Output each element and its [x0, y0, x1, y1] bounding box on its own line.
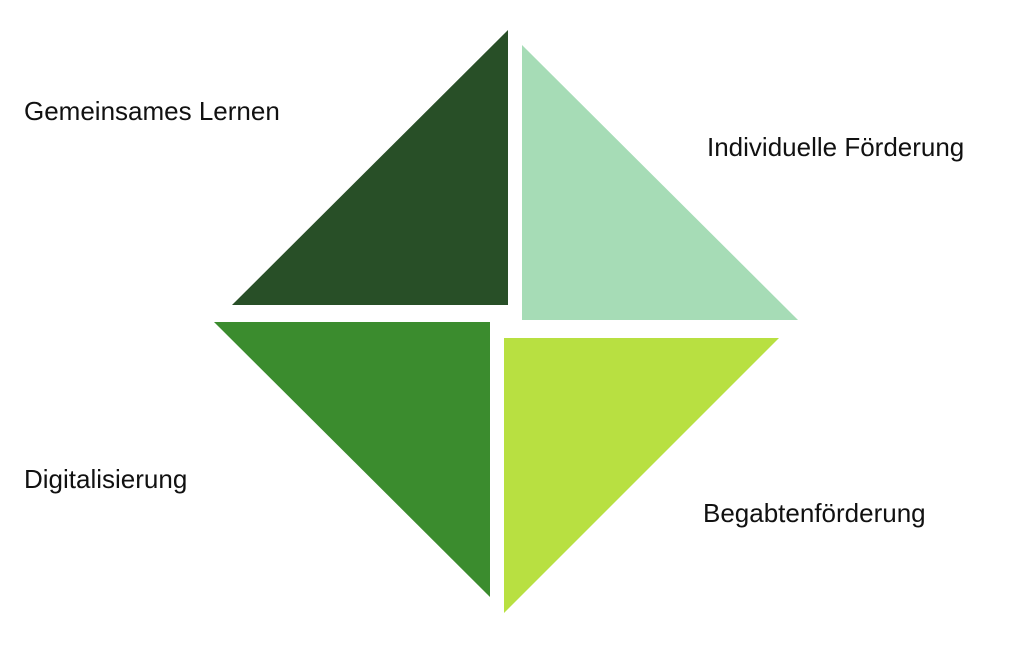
triangle-begabtenfoerderung [504, 338, 779, 613]
label-gemeinsames-lernen: Gemeinsames Lernen [24, 96, 280, 126]
triangle-digitalisierung [214, 322, 490, 597]
triangle-gemeinsames-lernen [232, 30, 508, 305]
label-begabtenfoerderung: Begabtenförderung [703, 498, 926, 528]
label-digitalisierung: Digitalisierung [24, 464, 188, 494]
label-individuelle-foerderung: Individuelle Förderung [707, 132, 965, 162]
triangle-individuelle-foerderung [522, 45, 798, 320]
